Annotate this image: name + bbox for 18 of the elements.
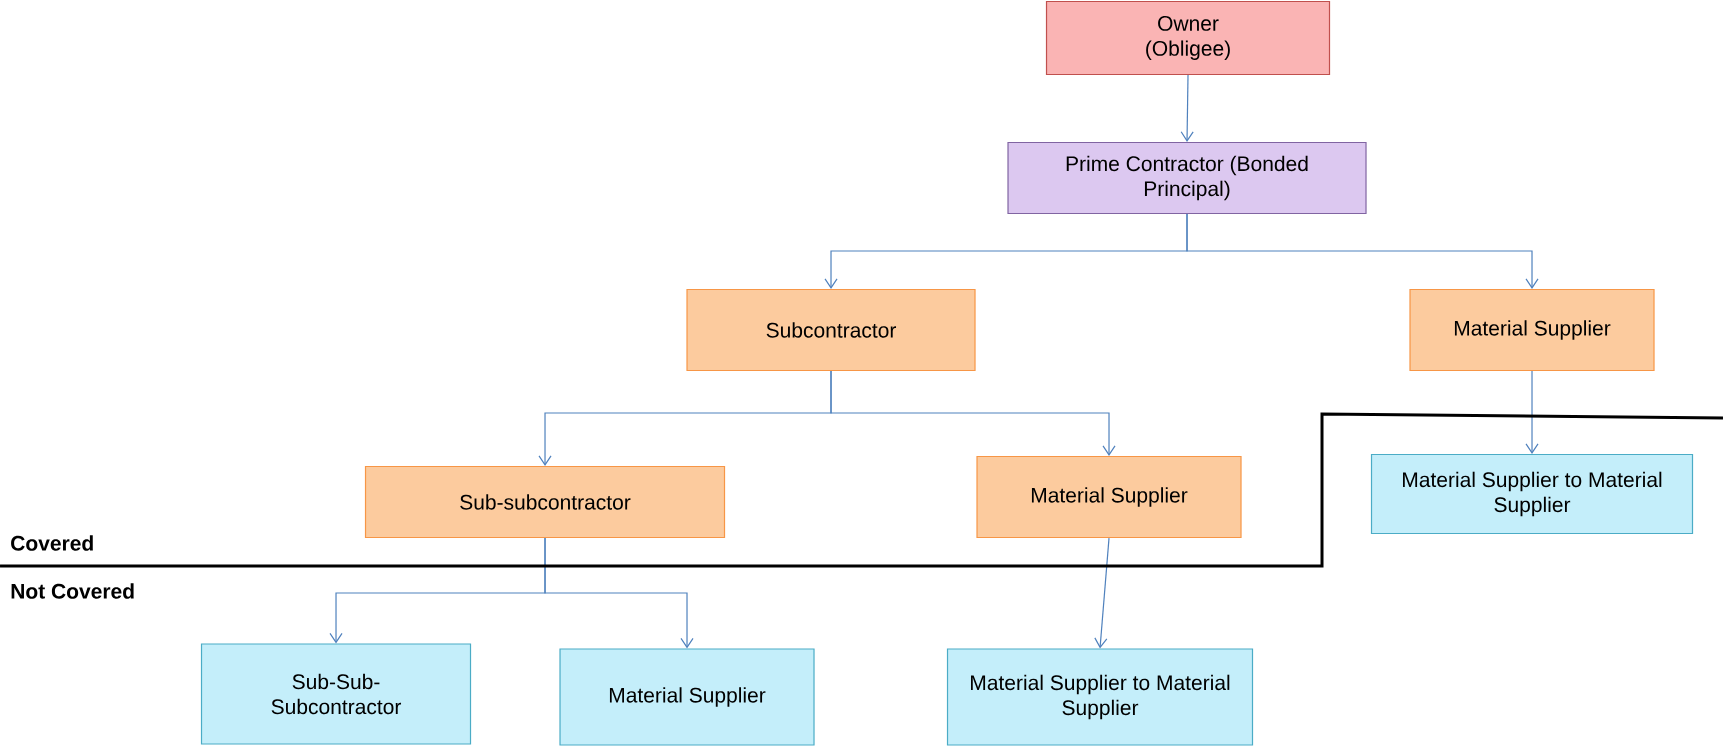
- arrow: [1186, 213, 1539, 289]
- arrow: [830, 370, 1116, 456]
- process-box: Material Supplier: [1409, 288, 1655, 372]
- process-box: Material Supplier to Material Supplier: [1370, 453, 1694, 535]
- arrow: [1094, 537, 1110, 649]
- process-box: Sub-subcontractor: [364, 465, 726, 539]
- process-box: Prime Contractor (Bonded Principal): [1007, 141, 1367, 215]
- process-box: Subcontractor: [686, 288, 976, 372]
- process-box: Owner (Obligee): [1045, 0, 1331, 76]
- arrow: [544, 537, 694, 649]
- process-box: Sub-Sub-Subcontractor: [200, 643, 472, 745]
- region-label: Covered: [11, 535, 93, 551]
- arrow: [1180, 74, 1194, 142]
- process-box: Material Supplier: [976, 455, 1242, 539]
- region-label: Not Covered: [11, 583, 134, 599]
- process-box: Material Supplier to Material Supplier: [946, 648, 1254, 746]
- arrow: [1525, 370, 1539, 454]
- process-box: Material Supplier: [559, 648, 815, 746]
